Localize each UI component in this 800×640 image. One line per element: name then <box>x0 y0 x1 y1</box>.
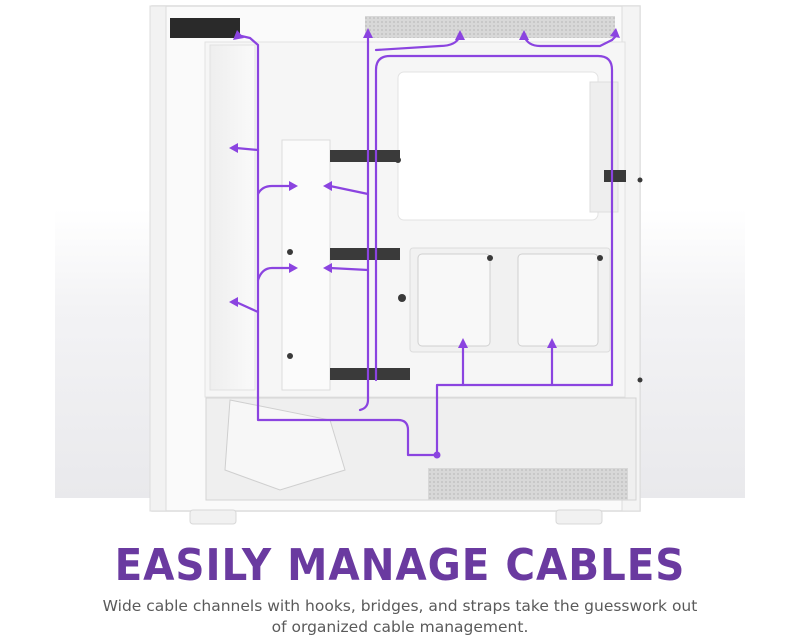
psu-shroud <box>205 397 637 501</box>
top-bracket <box>170 18 240 38</box>
cable-route-arrows <box>229 28 620 459</box>
pc-case-image <box>149 5 643 525</box>
cable-straps <box>330 150 626 380</box>
subtitle: Wide cable channels with hooks, bridges,… <box>102 597 698 636</box>
cable-panel <box>204 41 626 398</box>
panel-holes <box>287 157 643 383</box>
top-mesh <box>365 16 615 38</box>
headline: EASILY MANAGE CABLES <box>114 540 686 591</box>
